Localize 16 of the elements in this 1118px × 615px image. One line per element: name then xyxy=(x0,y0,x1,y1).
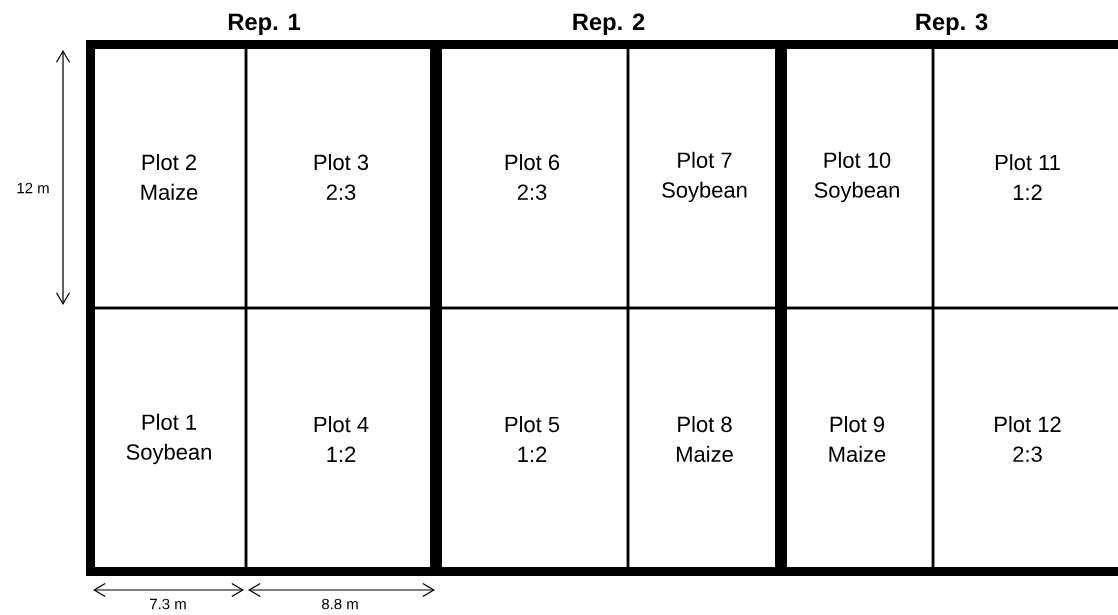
plot-cell: Plot 9 Maize xyxy=(779,306,935,572)
plot-cell: Plot 8 Maize xyxy=(626,306,783,572)
plot-cell: Plot 3 2:3 xyxy=(244,44,438,310)
plot-cell: Plot 4 1:2 xyxy=(244,306,438,572)
dimension-label: 7.3 m xyxy=(150,598,186,610)
plot-cell: Plot 1 Soybean xyxy=(90,306,248,572)
plot-cell: Plot 6 2:3 xyxy=(434,44,630,310)
node-label: Rep. 3 xyxy=(916,13,988,35)
node-label: Rep. 1 xyxy=(228,13,301,35)
dimension-label: 12 m xyxy=(17,182,49,194)
node-label: Rep. 2 xyxy=(573,13,645,35)
plot-cell: Plot 2 Maize xyxy=(90,44,248,310)
dimension-label: 8.8 m xyxy=(322,598,358,610)
plot-cell: Plot 7 Soybean xyxy=(626,44,783,310)
plot-cell: Plot 10 Soybean xyxy=(779,44,935,310)
plot-cell: Plot 5 1:2 xyxy=(434,306,630,572)
